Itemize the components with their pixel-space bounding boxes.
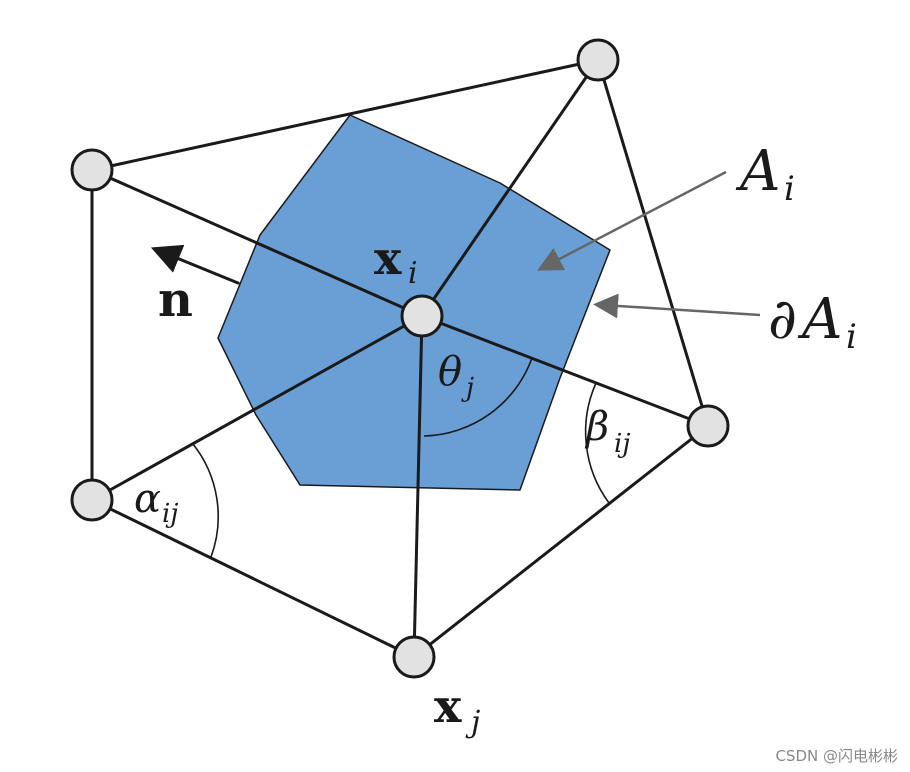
vertex-right: [686, 404, 730, 448]
boundary-subscript: i: [846, 317, 857, 357]
vertex-center: [400, 294, 444, 338]
outer-edge-bottom-right: [412, 424, 710, 659]
center-vertex-subscript: i: [408, 256, 418, 291]
theta-angle-arc: [423, 357, 533, 437]
spoke-right: [420, 314, 710, 428]
alpha-angle-arc: [192, 443, 220, 558]
boundary-label: A: [797, 287, 842, 352]
beta-label: β: [584, 404, 609, 450]
area-subscript: i: [784, 169, 795, 209]
neighbor-vertex-label: x: [434, 679, 462, 733]
watermark-text: CSDN @闪电彬彬: [775, 747, 898, 765]
beta-angle-arc: [584, 382, 610, 504]
vertex-top-right: [576, 38, 620, 82]
neighbor-vertex-subscript: j: [465, 705, 480, 740]
area-pointer-arrow: [537, 170, 727, 271]
boundary-pointer-arrow: [593, 293, 761, 319]
spoke-top-left: [90, 168, 424, 318]
normal-vector-arrow: [150, 244, 240, 285]
outer-edge-right: [596, 58, 710, 428]
outer-edge-top: [90, 58, 600, 172]
vertex-bottom: [392, 635, 436, 679]
boundary-prefix: ∂: [768, 287, 797, 352]
theta-label: θ: [438, 349, 462, 395]
spoke-bottom-left: [90, 314, 424, 502]
alpha-subscript: ij: [162, 499, 178, 529]
vertex-top-left: [70, 148, 114, 192]
spoke-bottom: [412, 314, 424, 659]
beta-subscript: ij: [614, 429, 630, 459]
outer-edge-bottom-left: [90, 498, 416, 659]
area-label: A: [735, 139, 780, 204]
vertex-left: [70, 478, 114, 522]
spoke-top-right: [420, 58, 600, 318]
center-vertex-label: x: [374, 231, 402, 285]
alpha-label: α: [134, 476, 161, 522]
normal-label: n: [158, 272, 193, 328]
